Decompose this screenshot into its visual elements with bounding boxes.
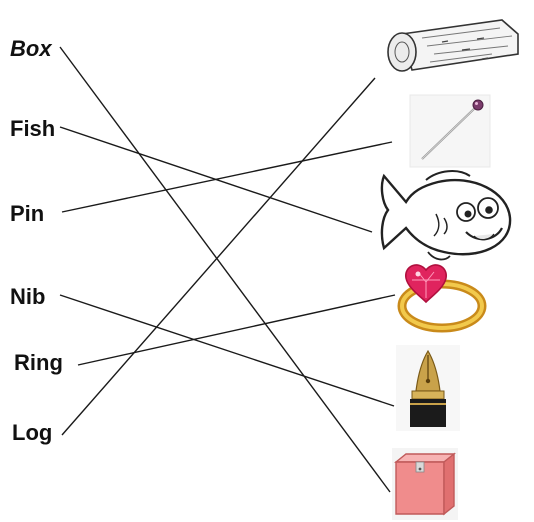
pen-nib-icon bbox=[396, 345, 460, 431]
match-lines bbox=[59, 46, 396, 493]
line-log bbox=[61, 77, 376, 436]
word-box: Box bbox=[10, 36, 52, 61]
line-ring bbox=[77, 294, 396, 366]
line-nib bbox=[59, 294, 395, 407]
pin-icon bbox=[409, 94, 491, 168]
word-pin: Pin bbox=[10, 201, 44, 226]
box-icon bbox=[392, 448, 458, 520]
word-log: Log bbox=[12, 420, 52, 445]
fish-icon bbox=[380, 170, 512, 261]
ring-icon bbox=[397, 264, 487, 333]
word-nib: Nib bbox=[10, 284, 45, 309]
line-pin bbox=[61, 141, 393, 213]
log-icon bbox=[387, 19, 519, 72]
word-fish: Fish bbox=[10, 116, 55, 141]
word-ring: Ring bbox=[14, 350, 63, 375]
line-box bbox=[59, 46, 391, 493]
